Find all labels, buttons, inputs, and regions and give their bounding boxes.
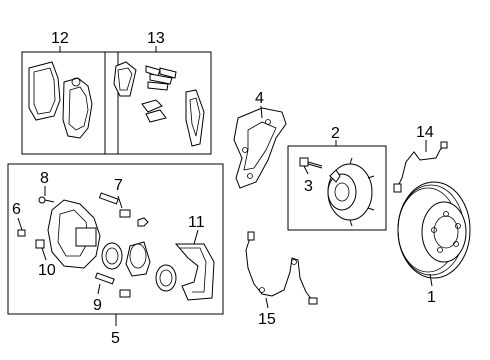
callout-5: 5 [111, 330, 120, 347]
callout-10: 10 [38, 262, 56, 279]
guide-pin-upper [98, 192, 149, 227]
callout-14: 14 [416, 124, 434, 141]
piston [125, 241, 151, 277]
box-hardware-kit [104, 51, 212, 155]
callout-3: 3 [304, 178, 313, 195]
callout-8: 8 [40, 170, 49, 187]
dust-shield [233, 107, 287, 189]
piston-seal [101, 242, 123, 270]
callout-2: 2 [331, 125, 340, 142]
box-hub-bearing [287, 145, 387, 231]
callout-12: 12 [51, 30, 69, 47]
leader-lines [17, 46, 433, 326]
caliper-housing [174, 243, 215, 301]
callout-11: 11 [188, 214, 205, 231]
caliper-bracket [47, 199, 101, 269]
speed-sensor-wire [393, 141, 448, 193]
sensor-cable [245, 231, 318, 305]
callout-13: 13 [147, 30, 165, 47]
callout-1: 1 [427, 289, 436, 306]
callout-7: 7 [114, 177, 123, 194]
banjo-bolt [35, 239, 45, 249]
hub-bolt [299, 157, 323, 169]
hub-bearing [327, 157, 375, 227]
box-pads [21, 51, 119, 155]
callout-6: 6 [12, 201, 21, 218]
brake-rotor [397, 181, 471, 279]
caliper-bolt-small [17, 229, 26, 237]
bleeder-screw [38, 196, 55, 204]
callout-15: 15 [258, 311, 276, 328]
callout-4: 4 [255, 90, 264, 107]
guide-pin-lower [94, 272, 131, 298]
brake-pads [28, 61, 93, 139]
callout-9: 9 [93, 297, 102, 314]
hardware-kit [113, 61, 205, 147]
piston-boot [155, 264, 177, 292]
